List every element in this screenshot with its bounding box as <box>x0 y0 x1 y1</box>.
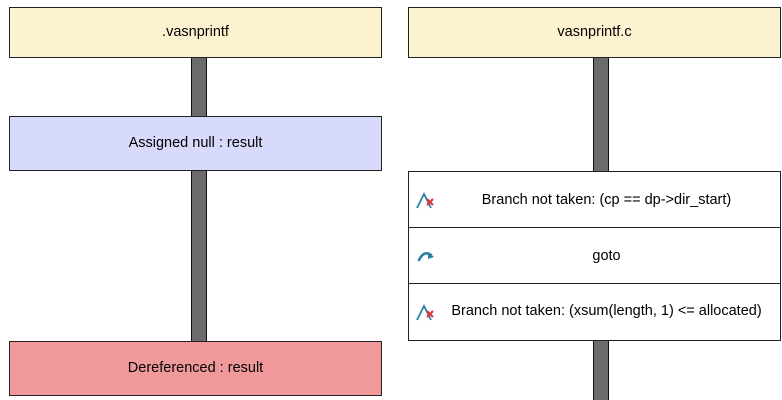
event-branch-not-taken[interactable]: Branch not taken: (cp == dp->dir_start) <box>408 171 781 228</box>
function-header-label: .vasnprintf <box>162 23 229 40</box>
flow-connector <box>593 341 609 400</box>
flow-connector <box>191 58 207 116</box>
event-label: Dereferenced : result <box>127 359 264 376</box>
event-dereferenced[interactable]: Dereferenced : result <box>9 341 382 396</box>
event-goto[interactable]: goto <box>408 227 781 284</box>
function-header-vasnprintf: .vasnprintf <box>9 7 382 58</box>
event-label: Branch not taken: (xsum(length, 1) <= al… <box>451 303 762 320</box>
event-label: Branch not taken: (cp == dp->dir_start) <box>481 191 732 208</box>
event-label: Assigned null : result <box>128 134 263 151</box>
branch-not-taken-icon <box>415 190 437 210</box>
file-header-vasnprintf-c: vasnprintf.c <box>408 7 781 58</box>
event-label: goto <box>592 247 621 264</box>
branch-not-taken-icon <box>415 302 437 322</box>
goto-arrow-icon <box>415 246 437 266</box>
file-header-label: vasnprintf.c <box>557 23 632 40</box>
flow-connector <box>191 171 207 341</box>
flow-connector <box>593 58 609 171</box>
event-assigned-null[interactable]: Assigned null : result <box>9 116 382 171</box>
event-branch-not-taken[interactable]: Branch not taken: (xsum(length, 1) <= al… <box>408 283 781 341</box>
